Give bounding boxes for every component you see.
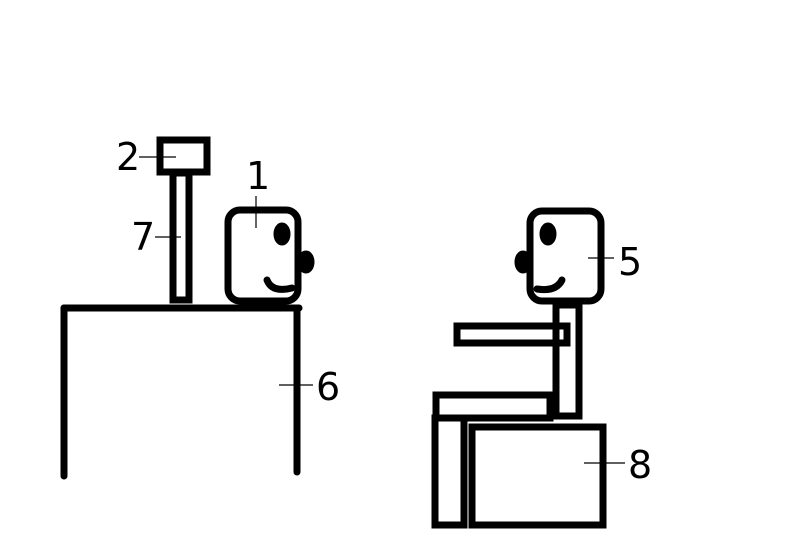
left-head-eye (277, 226, 287, 242)
seated-person-head (518, 211, 601, 301)
label-2: 2 (116, 135, 140, 179)
right-head-smile (537, 280, 562, 290)
left-head-ear (301, 254, 311, 270)
label-6: 6 (316, 365, 340, 409)
right-head-ear (518, 254, 528, 270)
camera-device (160, 140, 207, 172)
label-5: 5 (618, 240, 642, 284)
label-7: 7 (131, 215, 155, 259)
seated-person-arm (457, 326, 567, 343)
right-head-eye (543, 226, 553, 242)
chair-box (472, 427, 603, 525)
seated-person-shin (435, 418, 464, 525)
left-head (228, 210, 311, 301)
seated-person-torso (556, 305, 579, 416)
label-1: 1 (246, 154, 270, 198)
label-8: 8 (628, 443, 652, 487)
left-head-smile (267, 280, 292, 289)
table (64, 308, 299, 476)
